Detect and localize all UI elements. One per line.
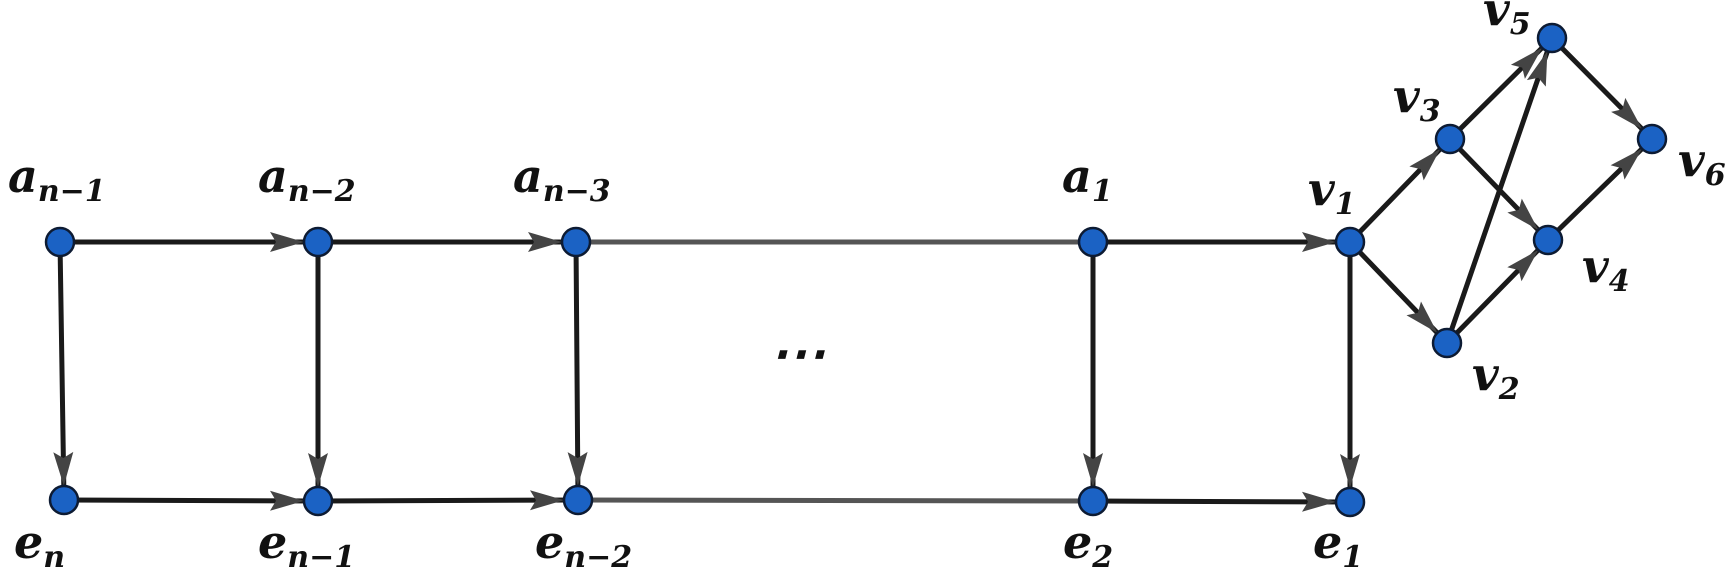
node-label-subscript: 2 [1498, 372, 1520, 407]
node-label-subscript: n−1 [287, 540, 355, 571]
arrowhead-a_n_3-to-e_n_2 [567, 451, 588, 486]
node-label-v_2: v2 [1472, 347, 1520, 407]
node-label-e_n_2: en−2 [535, 515, 632, 571]
arrowhead-v_4-to-v_6 [1610, 148, 1642, 180]
node-e_1 [1334, 486, 1366, 518]
node-label-subscript: 3 [1420, 94, 1441, 129]
node-label-main: e [14, 515, 43, 569]
edge-a_n_3-to-e_n_2 [573, 239, 581, 503]
node-e_2 [1077, 485, 1109, 517]
edge-a_n_1-to-e_n [57, 239, 67, 503]
node-e_n_2 [562, 484, 594, 516]
node-e_n [48, 484, 80, 516]
node-label-main: v [1582, 239, 1610, 293]
node-label-main: e [1063, 515, 1092, 569]
node-v_3 [1434, 123, 1466, 155]
arrowhead-v_1-to-e_1 [1340, 454, 1360, 488]
node-v_1 [1334, 226, 1366, 258]
node-label-subscript: 5 [1510, 7, 1531, 42]
arrowhead-layer [53, 47, 1643, 512]
arrowhead-e_2-to-e_1 [1302, 491, 1336, 512]
node-label-subscript: 4 [1609, 264, 1630, 299]
node-label-subscript: n [43, 540, 65, 571]
arrowhead-e_n_1-to-e_n_2 [530, 490, 564, 511]
node-label-main: v [1393, 69, 1421, 123]
node-label-subscript: 1 [1092, 174, 1113, 209]
arrowhead-a_n_1-to-a_n_2 [270, 232, 304, 252]
arrowhead-v_5-to-v_6 [1611, 97, 1643, 130]
node-v_4 [1532, 224, 1564, 256]
node-label-v_3: v3 [1393, 69, 1441, 129]
node-layer [44, 22, 1668, 518]
arrowhead-v_1-to-v_2 [1406, 301, 1438, 333]
arrowhead-a_n_2-to-e_n_1 [308, 453, 328, 487]
arrowhead-a_1-to-e_2 [1083, 453, 1103, 487]
node-label-e_n: en [14, 515, 65, 571]
node-v_2 [1431, 327, 1463, 359]
edge-e_n_1-to-e_n_2 [315, 497, 581, 504]
node-label-v_4: v4 [1582, 239, 1630, 299]
node-label-subscript: 2 [1091, 540, 1113, 571]
node-label-main: v [1678, 133, 1706, 187]
node-label-e_n_1: en−1 [258, 515, 355, 571]
node-label-subscript: 1 [1342, 540, 1363, 571]
node-label-subscript: 1 [1335, 187, 1356, 222]
node-label-subscript: n−2 [564, 540, 632, 571]
node-label-v_5: v5 [1483, 0, 1531, 42]
arrowhead-a_1-to-v_1 [1302, 232, 1336, 252]
edge-e_n-to-e_n_1 [61, 497, 321, 504]
node-a_n_2 [302, 226, 334, 258]
arrowhead-v_2-to-v_4 [1507, 250, 1539, 282]
arrowhead-v_3-to-v_5 [1510, 47, 1543, 79]
node-label-subscript: n−2 [288, 174, 356, 209]
node-label-main: a [8, 149, 38, 203]
arrowhead-e_n-to-e_n_1 [270, 490, 304, 511]
node-label-main: v [1308, 162, 1336, 216]
node-a_n_3 [560, 226, 592, 258]
node-label-main: v [1472, 347, 1500, 401]
node-v_5 [1536, 22, 1568, 54]
node-label-main: a [513, 149, 543, 203]
node-label-e_2: e2 [1063, 515, 1113, 571]
node-label-main: e [258, 515, 287, 569]
arrowhead-v_2-to-v_5 [1526, 51, 1548, 87]
arrowhead-v_1-to-v_3 [1409, 149, 1441, 181]
arrowhead-a_n_2-to-a_n_3 [528, 232, 562, 252]
node-label-a_n_1: an−1 [8, 149, 106, 209]
node-label-main: a [1062, 149, 1092, 203]
node-label-v_6: v6 [1678, 133, 1726, 193]
ellipsis-text: ⋯ [769, 320, 825, 386]
edge-e_2-to-e_1 [1090, 498, 1353, 505]
edge-e_n_2-to-e_2 [575, 497, 1096, 504]
node-a_1 [1077, 226, 1109, 258]
node-label-a_n_2: an−2 [258, 149, 356, 209]
node-v_6 [1636, 123, 1668, 155]
node-label-subscript: n−1 [38, 174, 106, 209]
node-a_n_1 [44, 226, 76, 258]
node-label-main: a [258, 149, 288, 203]
edge-v_2-to-v_5 [1444, 35, 1555, 346]
arrowhead-v_3-to-v_4 [1507, 198, 1539, 230]
node-e_n_1 [302, 485, 334, 517]
node-label-main: e [1313, 515, 1342, 569]
node-label-v_1: v1 [1308, 162, 1356, 222]
node-label-subscript: 6 [1705, 158, 1726, 193]
node-label-subscript: n−3 [543, 174, 611, 209]
node-label-a_n_3: an−3 [513, 149, 611, 209]
node-label-e_1: e1 [1313, 515, 1363, 571]
node-label-main: e [535, 515, 564, 569]
node-label-a_1: a1 [1062, 149, 1113, 209]
node-label-main: v [1483, 0, 1511, 36]
arrowhead-a_n_1-to-e_n [53, 451, 74, 486]
